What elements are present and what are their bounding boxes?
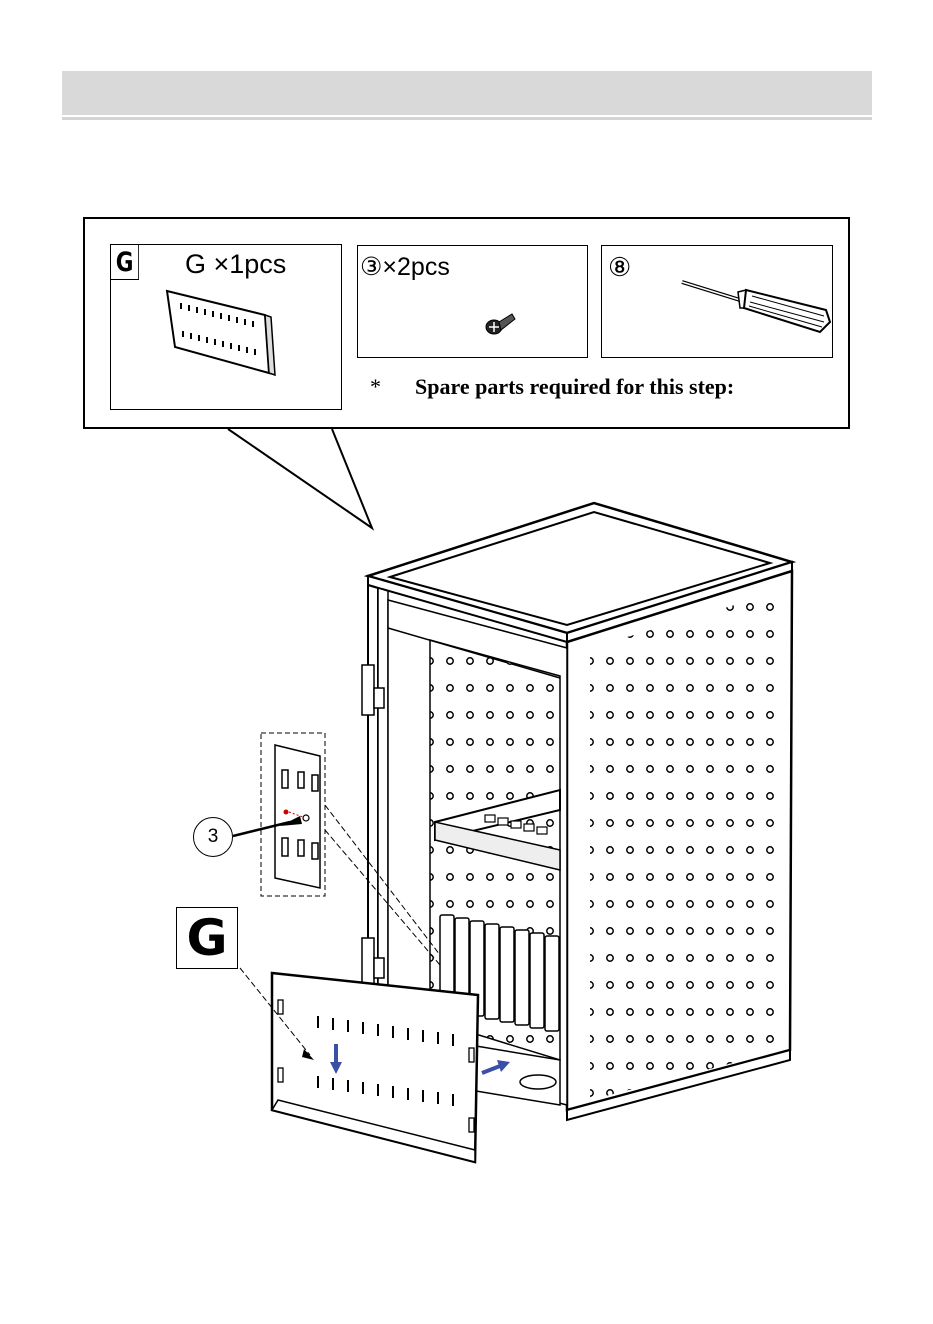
screw-callout: 3: [193, 817, 233, 857]
panel-badge-large: G: [176, 907, 238, 969]
